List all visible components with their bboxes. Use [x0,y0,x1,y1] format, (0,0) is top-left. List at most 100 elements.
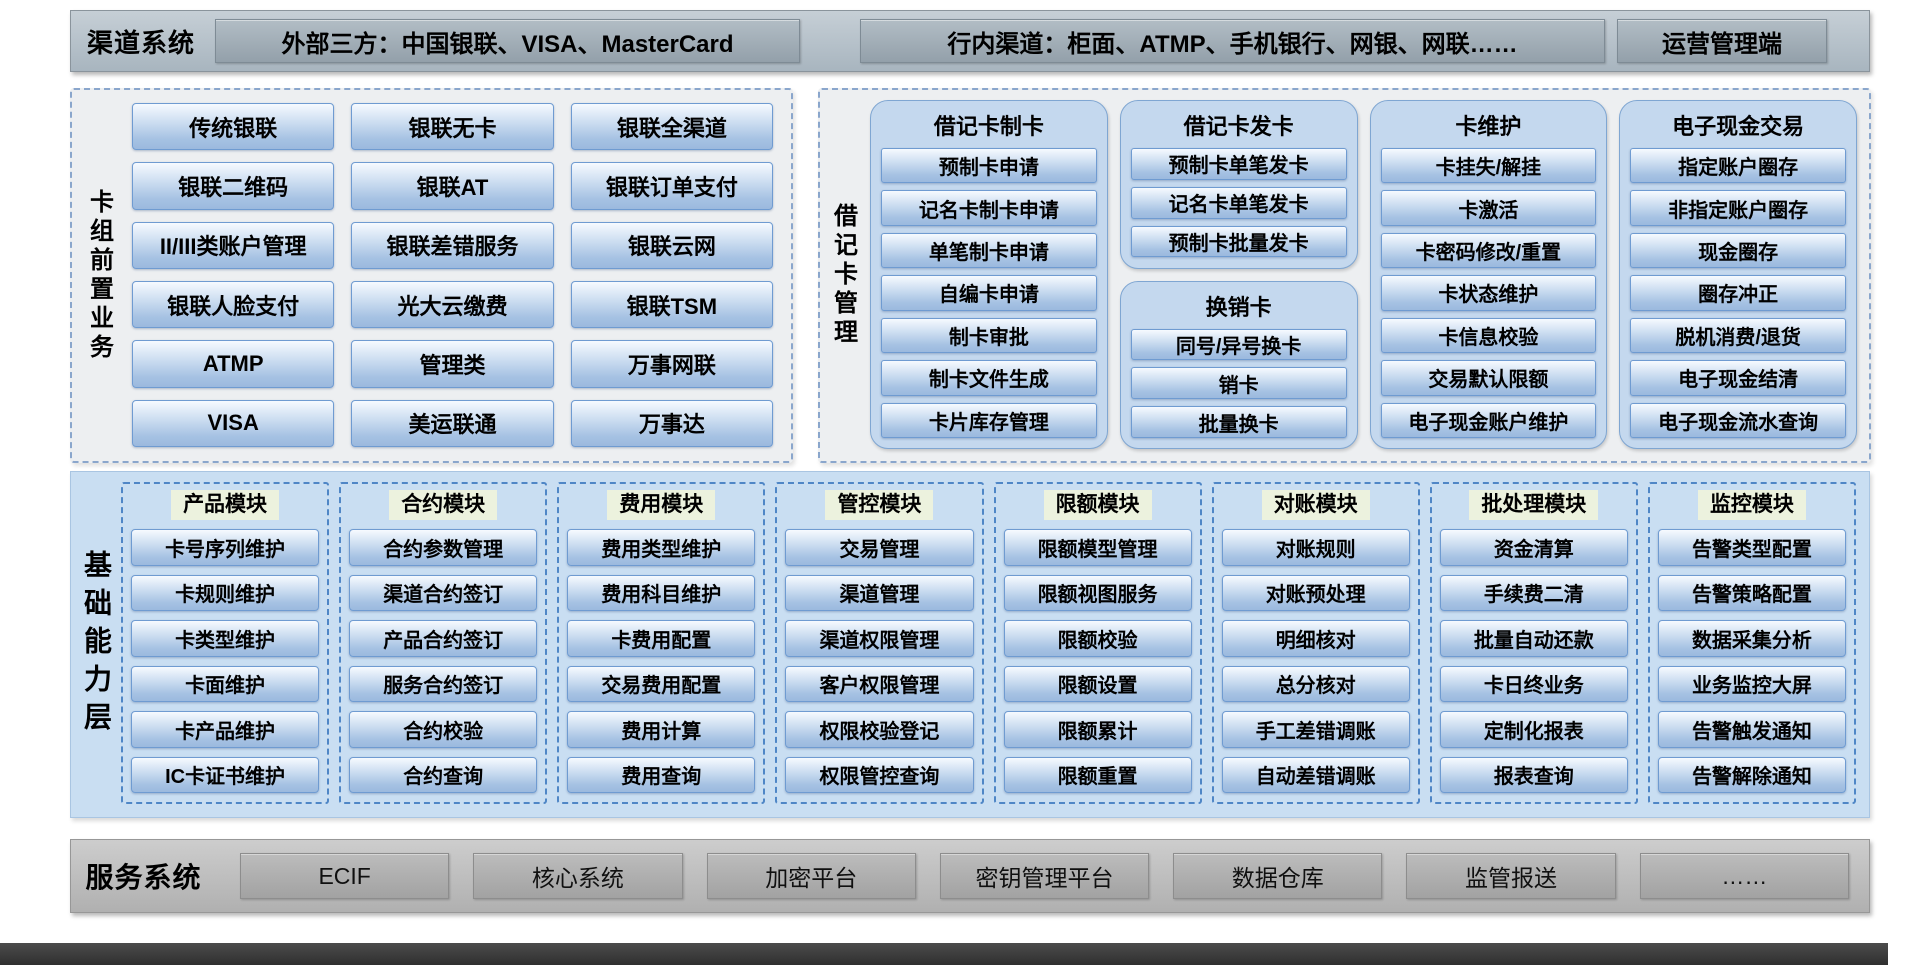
service-system-item[interactable]: 数据仓库 [1173,853,1383,899]
module-item[interactable]: 限额重置 [1003,756,1192,793]
card-issuing-item[interactable]: 预制卡批量发卡 [1130,225,1347,258]
module-item[interactable]: 总分核对 [1221,665,1410,702]
module-item[interactable]: 定制化报表 [1439,711,1628,748]
card-making-item[interactable]: 自编卡申请 [881,275,1097,311]
module-item[interactable]: 费用查询 [567,756,756,793]
module-item[interactable]: 限额设置 [1003,665,1192,702]
module-item[interactable]: 卡日终业务 [1439,665,1628,702]
card-front-item[interactable]: 银联无卡 [351,103,554,151]
card-making-item[interactable]: 单笔制卡申请 [881,232,1097,269]
card-front-item[interactable]: 银联差错服务 [351,221,554,269]
ecash-transaction-item[interactable]: 电子现金结清 [1630,360,1846,396]
module-item[interactable]: 渠道合约签订 [349,574,538,611]
card-maintenance-item[interactable]: 电子现金账户维护 [1380,402,1597,438]
module-item[interactable]: 对账规则 [1221,529,1410,566]
card-issuing-item[interactable]: 记名卡单笔发卡 [1130,186,1347,219]
ecash-transaction-item[interactable]: 圈存冲正 [1630,275,1846,311]
card-exchange-item[interactable]: 批量换卡 [1130,406,1347,438]
card-front-item[interactable]: 管理类 [351,340,554,388]
card-issuing-item[interactable]: 预制卡单笔发卡 [1130,148,1347,180]
card-front-item[interactable]: ATMP [132,340,335,388]
module-item[interactable]: 卡类型维护 [131,620,320,657]
module-item[interactable]: 手工差错调账 [1221,711,1410,748]
module-item[interactable]: 限额校验 [1003,620,1192,657]
module-item[interactable]: 卡费用配置 [567,620,756,657]
module-item[interactable]: 渠道管理 [785,574,974,611]
card-front-item[interactable]: II/III类账户管理 [132,221,335,269]
module-item[interactable]: 手续费二清 [1439,574,1628,611]
card-front-item[interactable]: 银联人脸支付 [132,280,335,329]
card-making-item[interactable]: 记名卡制卡申请 [881,190,1097,226]
module-item[interactable]: 限额模型管理 [1003,529,1192,566]
ecash-transaction-item[interactable]: 电子现金流水查询 [1630,402,1846,438]
ecash-transaction-item[interactable]: 现金圈存 [1630,232,1846,269]
module-item[interactable]: 服务合约签订 [349,665,538,702]
module-item[interactable]: 产品合约签订 [349,620,538,657]
card-making-item[interactable]: 卡片库存管理 [881,402,1097,438]
card-making-item[interactable]: 预制卡申请 [881,148,1097,184]
module-item[interactable]: 批量自动还款 [1439,620,1628,657]
module-item[interactable]: 权限管控查询 [785,756,974,793]
module-item[interactable]: 对账预处理 [1221,574,1410,611]
module-item[interactable]: 报表查询 [1439,756,1628,793]
module-item[interactable]: 卡号序列维护 [131,529,320,566]
module-item[interactable]: 限额视图服务 [1003,574,1192,611]
ecash-transaction-item[interactable]: 非指定账户圈存 [1630,190,1846,226]
module-item[interactable]: 费用科目维护 [567,574,756,611]
module-item[interactable]: 业务监控大屏 [1657,665,1846,702]
operations-management-button[interactable]: 运营管理端 [1617,19,1827,63]
module-item[interactable]: 合约校验 [349,711,538,748]
service-system-item[interactable]: 加密平台 [706,853,916,899]
card-front-item[interactable]: VISA [132,399,335,447]
module-item[interactable]: 告警解除通知 [1657,756,1846,793]
card-maintenance-item[interactable]: 卡激活 [1380,190,1597,226]
card-front-item[interactable]: 银联订单支付 [570,162,773,210]
card-maintenance-item[interactable]: 卡挂失/解挂 [1380,148,1597,184]
service-system-item[interactable]: 密钥管理平台 [939,853,1150,899]
card-maintenance-item[interactable]: 卡状态维护 [1380,275,1597,311]
module-item[interactable]: 告警策略配置 [1657,574,1846,611]
internal-channels-button[interactable]: 行内渠道：柜面、ATMP、手机银行、网银、网联…… [860,19,1605,63]
module-item[interactable]: 卡规则维护 [131,574,320,611]
module-item[interactable]: 明细核对 [1221,620,1410,657]
module-item[interactable]: 卡面维护 [131,665,320,702]
card-exchange-item[interactable]: 销卡 [1130,367,1347,400]
service-system-item[interactable]: ECIF [240,853,450,899]
card-front-item[interactable]: 银联AT [351,162,554,210]
module-item[interactable]: IC卡证书维护 [131,756,320,793]
module-item[interactable]: 限额累计 [1003,711,1192,748]
module-item[interactable]: 资金清算 [1439,529,1628,566]
card-front-item[interactable]: 万事网联 [570,340,773,388]
module-item[interactable]: 费用类型维护 [567,529,756,566]
card-maintenance-item[interactable]: 卡信息校验 [1380,317,1597,354]
external-third-party-button[interactable]: 外部三方：中国银联、VISA、MasterCard [215,19,800,63]
module-item[interactable]: 客户权限管理 [785,665,974,702]
module-item[interactable]: 卡产品维护 [131,711,320,748]
card-front-item[interactable]: 光大云缴费 [351,280,554,329]
module-item[interactable]: 合约查询 [349,756,538,793]
service-system-item[interactable]: 核心系统 [473,853,683,899]
module-item[interactable]: 告警触发通知 [1657,711,1846,748]
module-item[interactable]: 数据采集分析 [1657,620,1846,657]
module-item[interactable]: 权限校验登记 [785,711,974,748]
card-making-item[interactable]: 制卡文件生成 [881,360,1097,396]
module-item[interactable]: 合约参数管理 [349,529,538,566]
module-item[interactable]: 渠道权限管理 [785,620,974,657]
card-front-item[interactable]: 银联全渠道 [570,103,773,151]
ecash-transaction-item[interactable]: 脱机消费/退货 [1630,317,1846,354]
ecash-transaction-item[interactable]: 指定账户圈存 [1630,148,1846,184]
card-front-item[interactable]: 银联TSM [570,280,773,329]
card-making-item[interactable]: 制卡审批 [881,317,1097,354]
card-exchange-item[interactable]: 同号/异号换卡 [1130,328,1347,361]
service-system-item[interactable]: …… [1639,853,1849,899]
card-maintenance-item[interactable]: 卡密码修改/重置 [1380,232,1597,269]
module-item[interactable]: 交易管理 [785,529,974,566]
card-front-item[interactable]: 银联云网 [570,221,773,269]
card-maintenance-item[interactable]: 交易默认限额 [1380,360,1597,396]
module-item[interactable]: 告警类型配置 [1657,529,1846,566]
card-front-item[interactable]: 传统银联 [132,103,335,151]
module-item[interactable]: 自动差错调账 [1221,756,1410,793]
service-system-item[interactable]: 监管报送 [1406,853,1616,899]
card-front-item[interactable]: 银联二维码 [132,162,335,210]
card-front-item[interactable]: 美运联通 [351,399,554,447]
